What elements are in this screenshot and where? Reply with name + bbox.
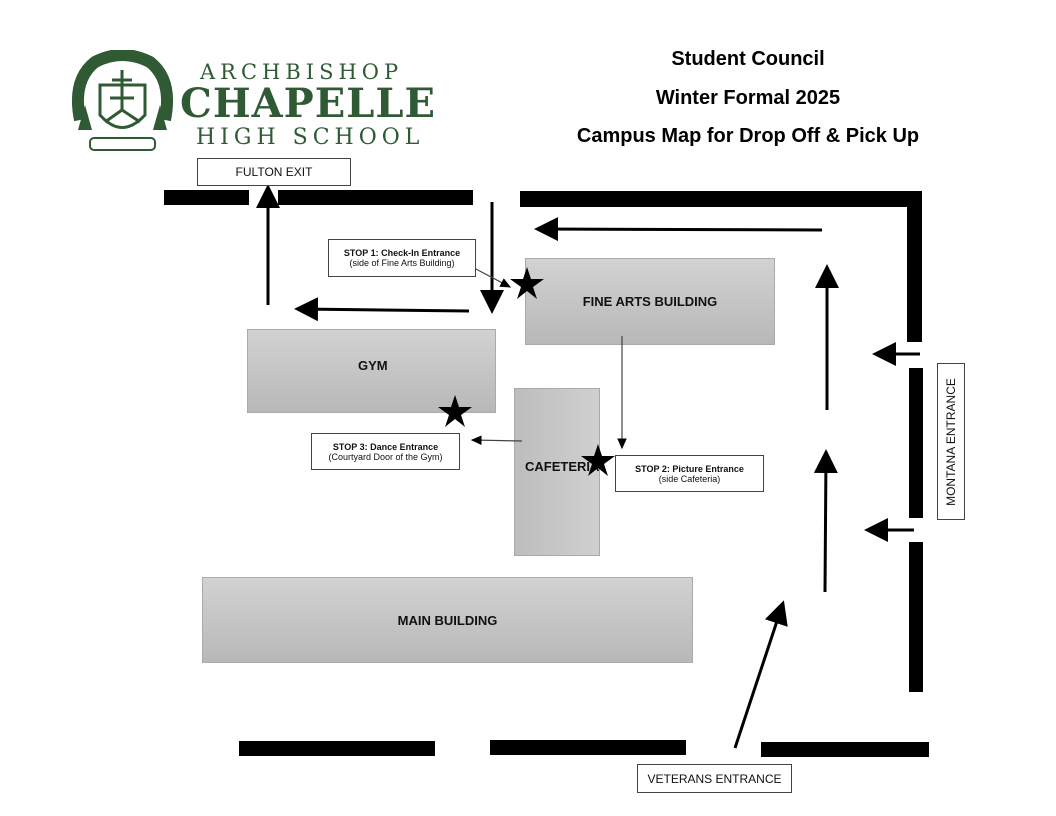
fine-arts-building: FINE ARTS BUILDING [525, 258, 775, 345]
stop-2-sub: (side Cafeteria) [658, 473, 721, 484]
main-building: MAIN BUILDING [202, 577, 693, 663]
stop-3-sub: (Courtyard Door of the Gym) [328, 451, 443, 462]
stop-3-star-icon [438, 395, 472, 427]
stop-1-star-icon [510, 267, 544, 299]
stop-3-callout: STOP 3: Dance Entrance(Courtyard Door of… [311, 433, 460, 470]
stop-2-title: STOP 2: Picture Entrance [635, 463, 744, 474]
school-seal-logo [70, 50, 175, 155]
cafeteria-building: CAFETERIA [514, 388, 600, 556]
cafeteria-label: CAFETERIA [525, 459, 600, 474]
main-building-label: MAIN BUILDING [397, 612, 498, 628]
fulton-exit-label: FULTON EXIT [197, 158, 351, 186]
stop-1-sub: (side of Fine Arts Building) [349, 258, 455, 268]
fence-walls [164, 190, 929, 757]
stop-stars [438, 267, 615, 476]
logo-chapelle: CHAPELLE [180, 80, 436, 127]
title-line-1: Student Council [671, 48, 825, 70]
veterans-entrance-label: VETERANS ENTRANCE [637, 764, 792, 793]
montana-entrance-label: MONTANA ENTRANCE [937, 363, 965, 520]
montana-entrance-text: MONTANA ENTRANCE [944, 377, 959, 506]
title-line-3: Campus Map for Drop Off & Pick Up [576, 125, 920, 147]
stop-2-callout: STOP 2: Picture Entrance(side Cafeteria) [615, 455, 764, 492]
fine-arts-label: FINE ARTS BUILDING [582, 294, 718, 309]
pointer-arrows [470, 267, 627, 450]
stop-3-title: STOP 3: Dance Entrance [332, 441, 439, 452]
logo-archbishop: ARCHBISHOP [200, 60, 404, 84]
logo-high-school: HIGH SCHOOL [196, 125, 425, 150]
traffic-arrows [256, 184, 920, 749]
stop-1-title: STOP 1: Check-In Entrance [343, 248, 461, 258]
title-line-2: Winter Formal 2025 [655, 87, 841, 109]
stop-2-star-icon [581, 444, 615, 476]
stop-1-callout: STOP 1: Check-In Entrance(side of Fine A… [328, 239, 476, 277]
gym-label: GYM [358, 358, 388, 373]
